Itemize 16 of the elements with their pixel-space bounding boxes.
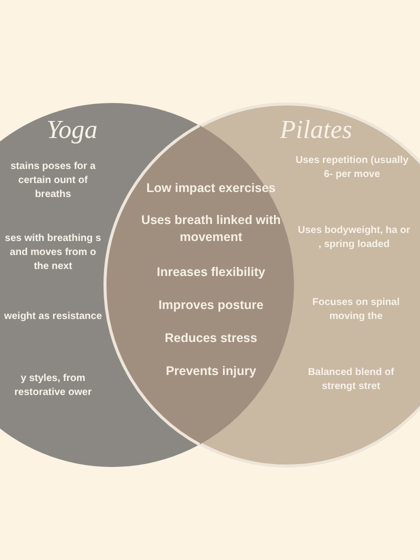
list-text: stains poses for a certain ount of breaths <box>9 160 97 202</box>
list-text: Focuses on spinal moving the <box>311 296 401 324</box>
list-text: Inreases flexibility <box>156 264 266 281</box>
circle-title: Pilates <box>278 114 354 146</box>
list-text: ses with breathing s and moves from o the next <box>4 232 102 274</box>
list-text: Improves posture <box>158 297 264 314</box>
list-text: Reduces stress <box>164 330 258 347</box>
list-text: Uses repetition (usually 6- per move <box>294 154 410 182</box>
list-text: Uses breath linked with movement <box>140 212 282 246</box>
list-text: Uses bodyweight, ha or , spring loaded <box>296 224 412 252</box>
list-text: weight as resistance <box>3 310 103 324</box>
list-text: Balanced blend of strengt stret <box>306 366 396 394</box>
list-text: Prevents injury <box>164 363 258 380</box>
list-text: y styles, from restorative ower <box>13 372 93 400</box>
list-text: Low impact exercises <box>145 180 277 197</box>
circle-title: Yoga <box>45 114 99 146</box>
